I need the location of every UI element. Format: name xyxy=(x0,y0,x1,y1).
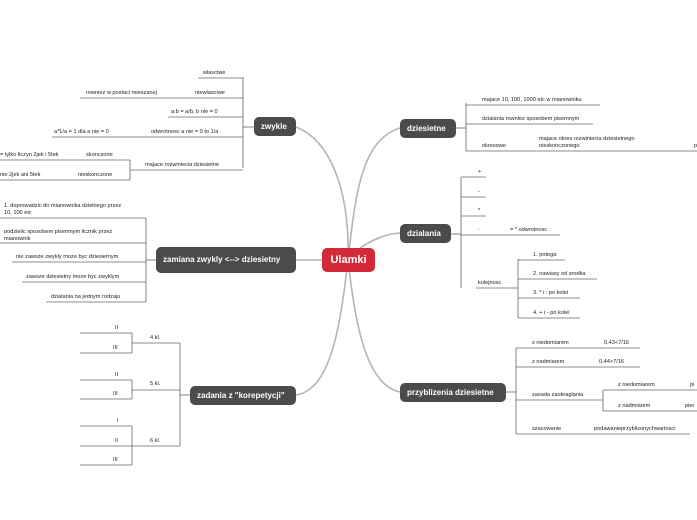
label-k3[interactable]: 3. * i : po kolei xyxy=(533,290,569,296)
label-okres-tail[interactable]: p xyxy=(694,143,697,149)
label-odwrotnosc-a[interactable]: a*1/a = 1 dla a nie = 0 xyxy=(54,129,109,135)
label-5kl[interactable]: 5 kl. xyxy=(150,381,161,387)
label-plus[interactable]: + xyxy=(478,169,482,175)
label-div[interactable]: : xyxy=(478,227,480,233)
topic-dziesietne[interactable]: dziesietne xyxy=(400,119,456,138)
label-niewlasciwe[interactable]: niewlasciwe xyxy=(195,90,225,96)
label-nieskonczone-b[interactable]: nieskonczone xyxy=(78,172,113,178)
label-5kl-II[interactable]: II xyxy=(115,372,119,378)
label-odwrotnosc-b[interactable]: odwrotnosc a nie = 0 to 1/a xyxy=(151,129,219,135)
label-k1[interactable]: 1. potega xyxy=(533,252,557,258)
label-4kl-II[interactable]: II xyxy=(115,325,119,331)
topic-zwykle[interactable]: zwykle xyxy=(254,117,296,136)
label-k2[interactable]: 2. nawiasy od srodka xyxy=(533,271,586,277)
label-zamiana-5[interactable]: dzialania na jednym rodzaju xyxy=(51,294,121,300)
label-6kl-II[interactable]: II xyxy=(115,438,119,444)
label-skonczone-a[interactable]: = tylko liczyn 2jek i 5tek xyxy=(0,152,59,158)
label-times[interactable]: * xyxy=(478,208,481,214)
label-skracanie[interactable]: a:b = a/b, b nie = 0 xyxy=(171,109,218,115)
label-mieszana[interactable]: rowniez w postaci mieszanej xyxy=(86,90,157,96)
dziesietne-branch-lines xyxy=(456,103,697,152)
label-okresowe[interactable]: okresowe xyxy=(482,143,506,149)
label-wlasciwe[interactable]: wlasciwe xyxy=(203,70,226,76)
label-zamiana-2[interactable]: podzielic sposobem pisemnym licznik prze… xyxy=(4,229,113,242)
label-okres[interactable]: majace okres rozwiniecia dziesietnego ni… xyxy=(539,136,635,149)
label-5kl-III[interactable]: III xyxy=(113,391,118,397)
label-skonczone-b[interactable]: skonczone xyxy=(86,152,113,158)
przyblizenia-branch-lines xyxy=(506,347,697,435)
label-z-niedomiarem[interactable]: z niedomiarem xyxy=(532,340,569,346)
label-zamiana-1[interactable]: 1. doprowadzic do mianownika dzielnego p… xyxy=(4,203,122,216)
label-nieskonczone-a[interactable]: nie 2jek ani 5tek xyxy=(0,172,41,178)
label-odwr[interactable]: = * odwrotnosc xyxy=(510,227,548,233)
label-zasada-nadmiarem-tail[interactable]: pier xyxy=(685,403,695,409)
label-zasada-nadmiarem[interactable]: z nadmiarem xyxy=(618,403,651,409)
label-szacowanie[interactable]: szacowanie xyxy=(532,426,562,432)
label-zamiana-4[interactable]: zawsze dziesietny moze byc zwyklym xyxy=(26,274,120,280)
label-z-nadmiarem-val[interactable]: 0,44>7/16 xyxy=(599,359,625,365)
label-6kl[interactable]: 6 kl. xyxy=(150,438,161,444)
label-4kl[interactable]: 4 kl. xyxy=(150,335,161,341)
zadania-branch-lines xyxy=(80,332,190,466)
label-kolejnosc[interactable]: kolejnosc xyxy=(478,280,502,286)
central-node[interactable]: Ulamki xyxy=(322,248,375,272)
topic-dzialania[interactable]: dzialania xyxy=(400,224,451,243)
label-z-niedomiarem-val[interactable]: 0,43<7/16 xyxy=(604,340,630,346)
label-szacowanie-val[interactable]: podawanieprzyblizonychwartosci xyxy=(594,426,676,432)
label-zamiana-3[interactable]: nie zawsze zwykly moze byc dziesietnym xyxy=(16,254,119,260)
label-minus[interactable]: - xyxy=(478,189,480,195)
zwykle-branch-lines xyxy=(0,77,254,181)
label-6kl-I[interactable]: I xyxy=(117,418,119,424)
label-mianownik[interactable]: majace 10, 100, 1000 etc w mianowniku xyxy=(482,97,582,103)
zamiana-branch-lines xyxy=(0,217,156,303)
dzialania-branch-lines xyxy=(451,176,597,319)
topic-przyblizenia[interactable]: przyblizenia dziesietne xyxy=(400,383,506,402)
label-zasada-niedomiarem[interactable]: z niedomiarem xyxy=(618,382,655,388)
topic-zadania[interactable]: zadania z "korepetycji" xyxy=(190,386,296,405)
label-zasada-niedomiarem-tail[interactable]: pi xyxy=(690,382,695,388)
label-zasada[interactable]: zasada zaokraglania xyxy=(532,392,584,398)
label-k4[interactable]: 4. + i - po kolei xyxy=(533,310,570,316)
label-rozwiniecia[interactable]: majace rozwiniecia dziesietne xyxy=(145,162,219,168)
topic-zamiana[interactable]: zamiana zwykly <--> dziesietny xyxy=(156,247,296,273)
label-6kl-III[interactable]: III xyxy=(113,457,118,463)
label-pisemne[interactable]: dzialania rowniez sposobem pisemnym xyxy=(482,116,580,122)
label-4kl-III[interactable]: III xyxy=(113,345,118,351)
label-z-nadmiarem[interactable]: z nadmiarem xyxy=(532,359,565,365)
